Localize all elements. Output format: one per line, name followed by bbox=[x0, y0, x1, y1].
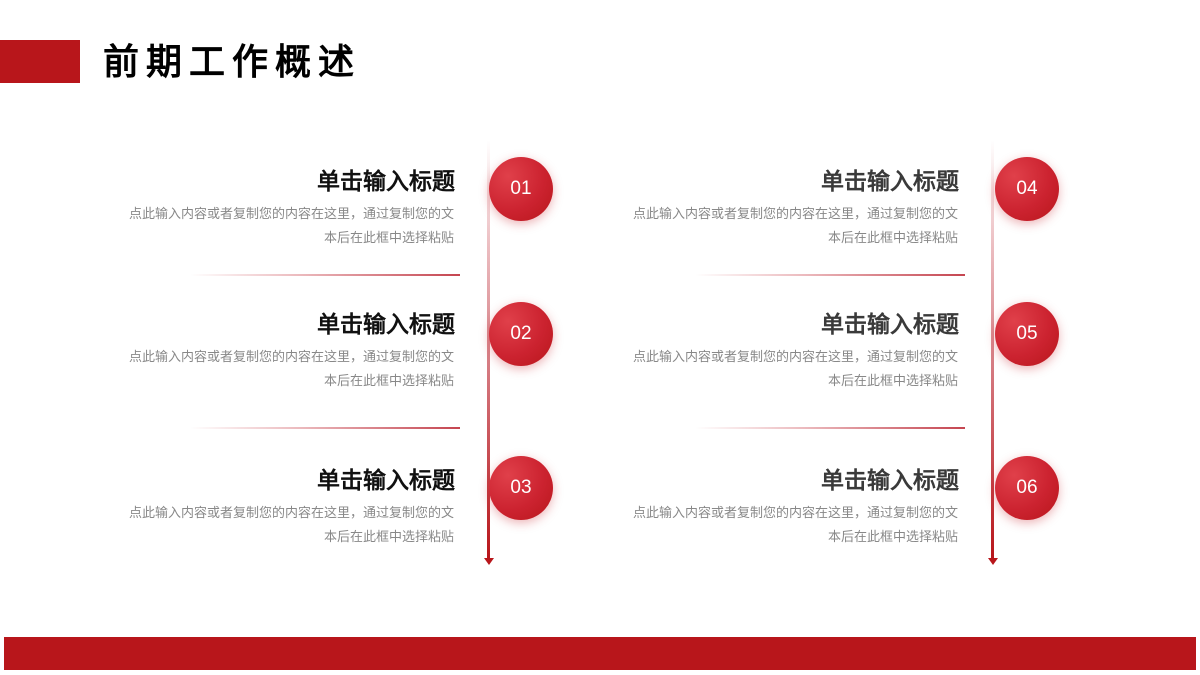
step-badge: 03 bbox=[489, 456, 553, 520]
item-title[interactable]: 单击输入标题 bbox=[317, 169, 455, 195]
item-body[interactable]: 点此输入内容或者复制您的内容在这里，通过复制您的文 本后在此框中选择粘贴 bbox=[578, 203, 958, 251]
item-body[interactable]: 点此输入内容或者复制您的内容在这里，通过复制您的文 本后在此框中选择粘贴 bbox=[578, 502, 958, 550]
item-body-line: 点此输入内容或者复制您的内容在这里，通过复制您的文 bbox=[632, 207, 958, 222]
step-badge: 04 bbox=[995, 157, 1059, 221]
item-body[interactable]: 点此输入内容或者复制您的内容在这里，通过复制您的文 本后在此框中选择粘贴 bbox=[74, 203, 454, 251]
timeline-line-left bbox=[487, 140, 490, 558]
divider bbox=[190, 274, 460, 276]
item-title[interactable]: 单击输入标题 bbox=[821, 468, 959, 494]
item-body-line: 本后在此框中选择粘贴 bbox=[323, 530, 454, 545]
page-title: 前期工作概述 bbox=[103, 42, 362, 83]
item-body-line: 本后在此框中选择粘贴 bbox=[323, 374, 454, 389]
item-body-line: 本后在此框中选择粘贴 bbox=[827, 374, 958, 389]
item-body[interactable]: 点此输入内容或者复制您的内容在这里，通过复制您的文 本后在此框中选择粘贴 bbox=[74, 346, 454, 394]
item-body-line: 本后在此框中选择粘贴 bbox=[827, 231, 958, 246]
arrow-down-icon bbox=[483, 558, 494, 565]
item-body-line: 点此输入内容或者复制您的内容在这里，通过复制您的文 bbox=[632, 350, 958, 365]
item-body[interactable]: 点此输入内容或者复制您的内容在这里，通过复制您的文 本后在此框中选择粘贴 bbox=[578, 346, 958, 394]
step-badge: 05 bbox=[995, 302, 1059, 366]
footer-accent-bar bbox=[4, 637, 1196, 670]
item-body-line: 本后在此框中选择粘贴 bbox=[827, 530, 958, 545]
timeline-line-right bbox=[991, 140, 994, 558]
arrow-down-icon bbox=[987, 558, 998, 565]
step-badge: 06 bbox=[995, 456, 1059, 520]
step-badge: 01 bbox=[489, 157, 553, 221]
title-accent-bar bbox=[0, 40, 80, 83]
item-title[interactable]: 单击输入标题 bbox=[317, 468, 455, 494]
divider bbox=[695, 427, 965, 429]
item-body-line: 点此输入内容或者复制您的内容在这里，通过复制您的文 bbox=[128, 207, 454, 222]
item-body-line: 点此输入内容或者复制您的内容在这里，通过复制您的文 bbox=[128, 350, 454, 365]
item-title[interactable]: 单击输入标题 bbox=[821, 169, 959, 195]
item-body-line: 点此输入内容或者复制您的内容在这里，通过复制您的文 bbox=[128, 506, 454, 521]
item-body-line: 本后在此框中选择粘贴 bbox=[323, 231, 454, 246]
item-body[interactable]: 点此输入内容或者复制您的内容在这里，通过复制您的文 本后在此框中选择粘贴 bbox=[74, 502, 454, 550]
item-title[interactable]: 单击输入标题 bbox=[821, 312, 959, 338]
divider bbox=[695, 274, 965, 276]
divider bbox=[190, 427, 460, 429]
item-title[interactable]: 单击输入标题 bbox=[317, 312, 455, 338]
item-body-line: 点此输入内容或者复制您的内容在这里，通过复制您的文 bbox=[632, 506, 958, 521]
step-badge: 02 bbox=[489, 302, 553, 366]
